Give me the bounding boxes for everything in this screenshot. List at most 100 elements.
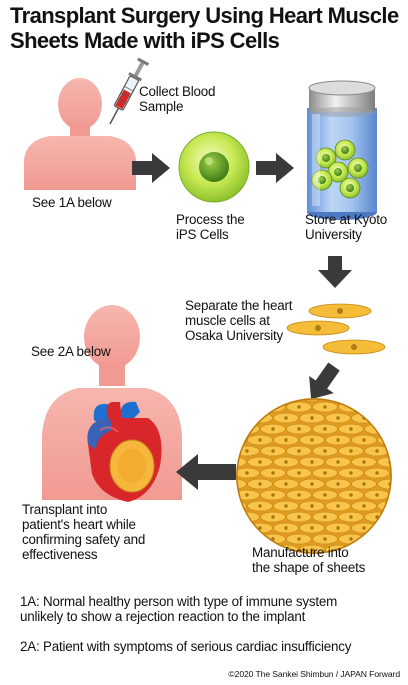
title-line-1: Transplant Surgery Using Heart Muscle <box>10 3 399 28</box>
sheet-cell <box>273 399 299 402</box>
heart-icon <box>87 401 162 502</box>
sheet-cell <box>209 446 234 456</box>
sheet-cell-nucleus <box>232 548 235 551</box>
sheet-cell-nucleus <box>349 427 353 431</box>
sheet-cell-nucleus <box>245 493 249 497</box>
sheet-cell-nucleus <box>206 482 209 485</box>
sheet-cell-nucleus <box>258 438 262 442</box>
sheet-cell-nucleus <box>232 416 235 419</box>
sheet-cell-nucleus <box>349 471 353 475</box>
sheet-cell-nucleus <box>271 493 275 497</box>
sheet-cell-nucleus <box>362 526 366 530</box>
sheet-cell <box>377 544 391 553</box>
sheet-cell-nucleus <box>284 438 288 442</box>
sheet-cell <box>404 457 408 467</box>
label-separate: Separate the heart muscle cells at Osaka… <box>185 298 293 343</box>
sheet-cell-nucleus <box>323 405 327 409</box>
sheet-cell-nucleus <box>375 515 379 519</box>
sheet-cell-nucleus <box>310 482 314 486</box>
sheet-cell <box>237 478 247 490</box>
sheet-cell <box>196 501 221 511</box>
sheet-cell <box>209 424 234 434</box>
sheet-cell-nucleus <box>375 493 379 497</box>
arrow-icon <box>309 362 340 400</box>
sheet-cell-nucleus <box>349 537 353 541</box>
sheet-cell-nucleus <box>206 460 209 463</box>
sheet-cell-nucleus <box>284 416 288 420</box>
sheet-cell-nucleus <box>245 449 249 453</box>
sheet-cell-nucleus <box>284 482 288 486</box>
sheet-cell <box>390 533 391 545</box>
sheet-cell-nucleus <box>375 449 379 453</box>
sheet-cell-nucleus <box>375 537 379 541</box>
sheet-cell-nucleus <box>388 416 391 420</box>
sheet-cell-nucleus <box>258 394 261 397</box>
sheet-cell-nucleus <box>232 394 235 397</box>
sheet-cell-nucleus <box>284 460 288 464</box>
sheet-cell-nucleus <box>245 537 249 541</box>
label-see-2a: See 2A below <box>31 344 111 359</box>
sheet-cell <box>196 413 221 423</box>
sheet-cell-nucleus <box>401 405 404 408</box>
sheet-cell-nucleus <box>297 449 301 453</box>
sheet-cell-nucleus <box>271 537 275 541</box>
sheet-cell-nucleus <box>349 493 353 497</box>
sheet-cell-nucleus <box>336 416 340 420</box>
stored-cells <box>311 139 369 199</box>
sheet-cell-nucleus <box>245 471 249 475</box>
sheet-cell-nucleus <box>323 493 327 497</box>
sheet-cell-nucleus <box>219 427 222 430</box>
muscle-cell-icon <box>286 320 350 336</box>
sheet-cell-nucleus <box>297 427 301 431</box>
sheet-cell-nucleus <box>232 460 235 463</box>
sheet-cell <box>237 434 247 446</box>
storage-jar-icon <box>307 80 377 220</box>
sheet-cell-nucleus <box>336 504 340 508</box>
sheet-cell <box>364 533 390 545</box>
sheet-cell-nucleus <box>362 394 365 397</box>
sheet-cell <box>196 545 221 555</box>
muscle-cell-icon <box>322 339 386 355</box>
sheet-cell <box>237 533 260 545</box>
sheet-cell-nucleus <box>336 482 340 486</box>
sheet-cell-nucleus <box>219 405 222 408</box>
sheet-cell-nucleus <box>362 438 366 442</box>
arrow-icon <box>132 153 170 183</box>
donor-person-icon <box>24 78 136 190</box>
syringe-icon <box>109 57 150 125</box>
sheet-cell-nucleus <box>401 515 404 518</box>
sheet-cell-nucleus <box>323 471 327 475</box>
sheet-cell <box>237 399 247 402</box>
sheet-cell-nucleus <box>401 493 404 496</box>
sheet-cell <box>196 391 221 401</box>
sheet-cell <box>247 399 273 402</box>
sheet-cell <box>196 479 221 489</box>
sheet-cell-nucleus <box>297 537 301 541</box>
sheet-cell-nucleus <box>232 438 235 441</box>
sheet-cell-nucleus <box>336 526 340 530</box>
label-collect-blood: Collect Blood Sample <box>139 84 216 114</box>
sheet-cell-nucleus <box>310 548 314 552</box>
sheet-cell <box>390 511 391 523</box>
sheet-cell <box>237 522 247 534</box>
sheet-cell <box>377 399 391 402</box>
sheet-cell-nucleus <box>206 416 209 419</box>
sheet-cell <box>351 399 377 402</box>
sheet-cell-nucleus <box>401 537 404 540</box>
sheet-cell <box>237 456 247 468</box>
sheet-cell-nucleus <box>284 504 288 508</box>
sheet-cell-nucleus <box>219 515 222 518</box>
sheet-cell-nucleus <box>310 504 314 508</box>
arrow-icon <box>176 454 236 490</box>
sheet-cell-nucleus <box>388 438 391 442</box>
arrow-icon <box>318 256 352 288</box>
label-manufacture: Manufacture into the shape of sheets <box>252 545 366 575</box>
sheet-cell-nucleus <box>401 449 404 452</box>
sheet-cell-nucleus <box>336 394 339 397</box>
sheet-cell <box>237 401 260 413</box>
sheet-cell <box>377 412 391 424</box>
sheet-cell-nucleus <box>245 405 249 409</box>
sheet-cell <box>404 501 408 511</box>
sheet-cell-nucleus <box>284 394 287 397</box>
